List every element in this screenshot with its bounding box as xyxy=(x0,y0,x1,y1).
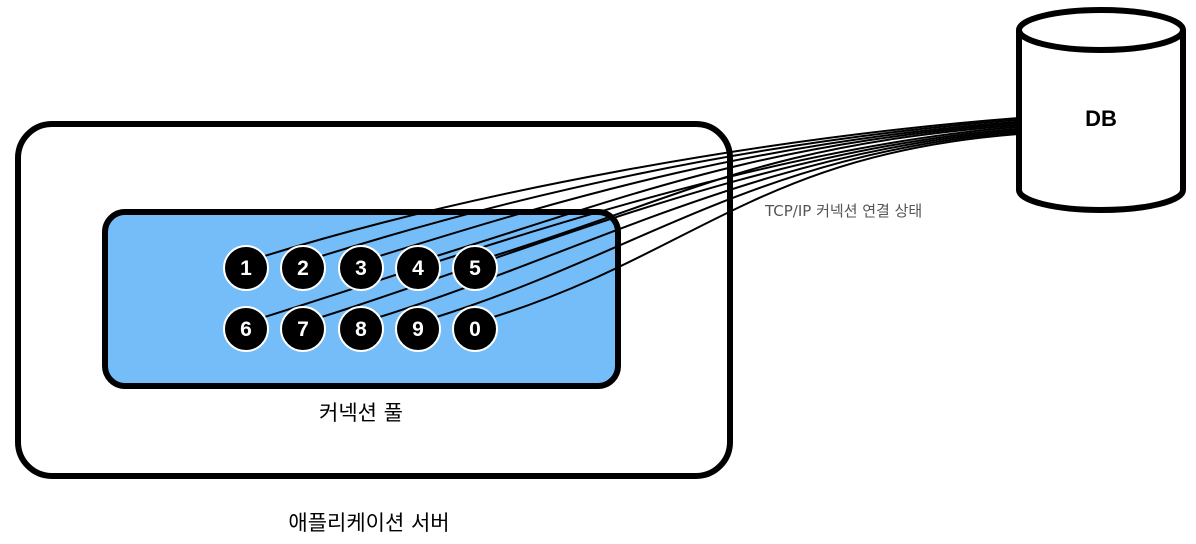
connection-pool-box xyxy=(102,209,621,389)
connection-list: 1 2 3 4 5 6 7 8 9 0 xyxy=(223,245,498,352)
tcp-connection-line xyxy=(376,129,1020,319)
connection-3: 3 xyxy=(338,245,384,291)
connection-number: 6 xyxy=(240,318,252,341)
connection-0: 0 xyxy=(452,306,498,352)
connection-number: 7 xyxy=(297,318,309,341)
connection-7: 7 xyxy=(280,306,326,352)
connection-circle xyxy=(223,245,269,291)
connection-caption: TCP/IP 커넥션 연결 상태 xyxy=(764,202,922,220)
database-cylinder: DB xyxy=(1016,7,1186,213)
connection-6: 6 xyxy=(223,306,269,352)
tcp-connection-line xyxy=(433,131,1020,319)
connection-circle xyxy=(338,245,384,291)
connection-circle xyxy=(223,306,269,352)
connection-1: 1 xyxy=(223,245,269,291)
connection-circle xyxy=(280,306,326,352)
connection-number: 1 xyxy=(240,257,252,280)
connection-number: 9 xyxy=(412,318,424,341)
connection-circle xyxy=(338,306,384,352)
tcp-connection-line xyxy=(376,120,1020,258)
database-label: DB xyxy=(1085,106,1117,131)
connection-5: 5 xyxy=(452,245,498,291)
connection-number: 8 xyxy=(355,318,367,341)
connection-circle xyxy=(452,245,498,291)
connection-4: 4 xyxy=(395,245,441,291)
tcp-connection-line xyxy=(490,133,1020,319)
tcp-connection-line xyxy=(318,118,1020,258)
connection-circle xyxy=(280,245,326,291)
tcp-connection-line xyxy=(433,122,1020,258)
connection-circle xyxy=(452,306,498,352)
connection-9: 9 xyxy=(395,306,441,352)
connection-number: 0 xyxy=(469,318,481,341)
connection-number: 4 xyxy=(412,257,424,280)
connection-2: 2 xyxy=(280,245,326,291)
tcp-connection-lines xyxy=(261,117,1020,319)
application-server-label: 애플리케이션 서버 xyxy=(288,511,449,535)
connection-pool-label: 커넥션 풀 xyxy=(319,401,403,425)
tcp-connection-line xyxy=(261,117,1020,258)
connection-circle xyxy=(395,245,441,291)
connection-number: 2 xyxy=(297,257,309,280)
connection-8: 8 xyxy=(338,306,384,352)
tcp-connection-line xyxy=(490,124,1020,258)
database-top xyxy=(1016,7,1186,53)
database-body xyxy=(1016,30,1186,213)
connection-circle xyxy=(395,306,441,352)
connection-number: 5 xyxy=(469,257,481,280)
connection-number: 3 xyxy=(355,257,367,280)
